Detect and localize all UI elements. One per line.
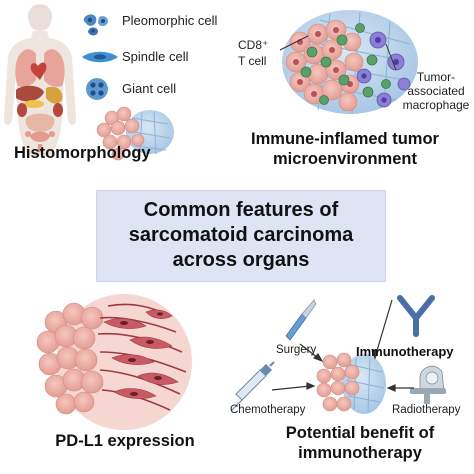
therapy-tumor-cluster xyxy=(316,352,386,414)
histomorphology-title: Histomorphology xyxy=(14,144,151,162)
immunotherapy-label: Immunotherapy xyxy=(356,344,454,359)
tme-title-line2: microenvironment xyxy=(273,150,417,168)
therapy-arrows xyxy=(271,299,414,392)
antibody-icon xyxy=(397,295,435,337)
tumor-microenvironment-illustration xyxy=(282,10,418,115)
macrophage-label-line1: Tumor- xyxy=(416,70,456,84)
scalpel-icon xyxy=(285,299,317,341)
pdl1-tissue-illustration xyxy=(36,294,192,430)
giant-cell-icon xyxy=(86,78,108,100)
central-theme-box xyxy=(96,190,386,282)
central-theme-line2: sarcomatoid carcinoma xyxy=(128,224,354,246)
macrophage-label-line2: associated xyxy=(407,84,465,98)
syringe-icon xyxy=(231,361,275,411)
therapy-title-line2: immunotherapy xyxy=(298,444,422,462)
callout-lines xyxy=(279,35,397,71)
legend-giant-cell: Giant cell xyxy=(122,81,177,96)
tme-title-line1: Immune-inflamed tumor xyxy=(251,130,439,148)
macrophage-label-line3: macrophage xyxy=(402,98,470,112)
human-body-organs-icon xyxy=(3,4,77,156)
central-theme-line1: Common features of xyxy=(143,199,339,221)
radiotherapy-label: Radiotherapy xyxy=(392,404,461,416)
tumor-tissue-cluster xyxy=(96,106,174,161)
cd8-t-cell-label: CD8⁺ xyxy=(238,38,269,52)
chemotherapy-label: Chemotherapy xyxy=(230,404,306,416)
central-theme-line3: across organs xyxy=(172,249,310,271)
pleomorphic-cell-icon xyxy=(83,14,108,36)
spindle-cell-icon xyxy=(82,51,118,63)
legend-pleomorphic-cell: Pleomorphic cell xyxy=(122,13,218,28)
central-theme-title: Common features of sarcomatoid carcinoma… xyxy=(96,198,386,273)
cd8-t-cell-label-line2: T cell xyxy=(238,54,267,68)
radiotherapy-machine-icon xyxy=(410,365,446,404)
surgery-label: Surgery xyxy=(276,344,317,356)
pdl1-title: PD-L1 expression xyxy=(55,432,195,450)
legend-spindle-cell: Spindle cell xyxy=(122,49,189,64)
therapy-title-line1: Potential benefit of xyxy=(285,424,435,442)
